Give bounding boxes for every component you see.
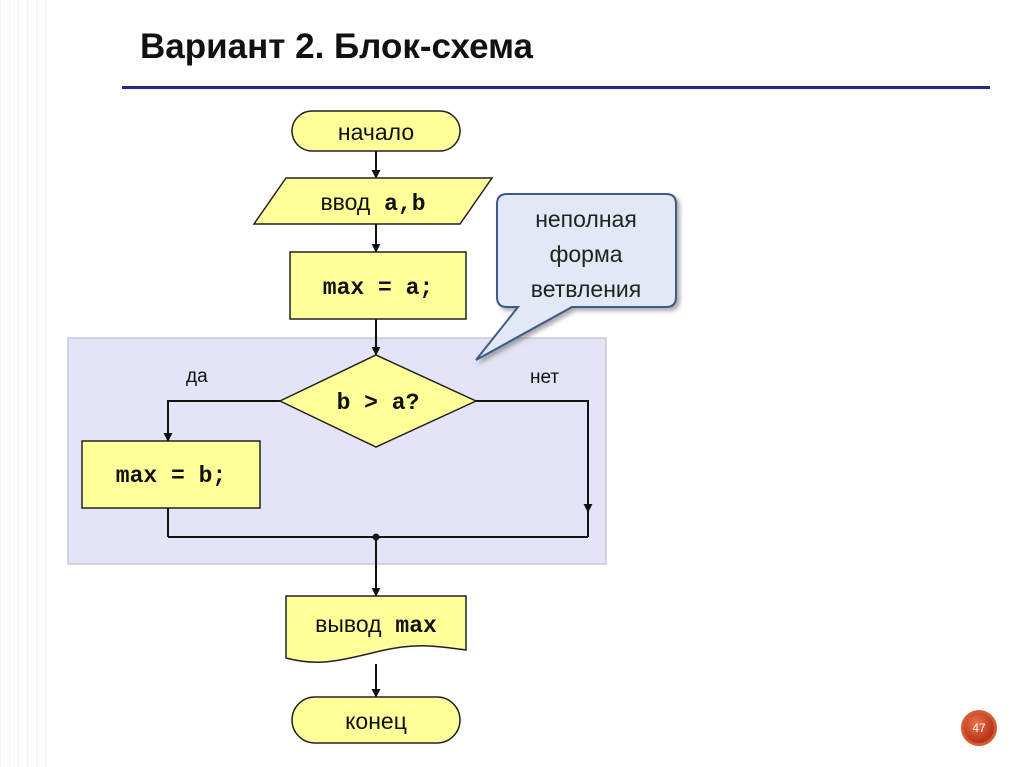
input-label: ввод a,b: [320, 189, 425, 217]
page-number-badge: 47: [961, 710, 997, 746]
input-spacer: [370, 191, 384, 217]
end-label: конец: [345, 708, 407, 734]
output-var: max: [395, 613, 437, 639]
input-word: ввод: [320, 189, 370, 215]
output-block: [285, 595, 467, 663]
output-spacer: [382, 613, 396, 639]
yes-label: да: [186, 366, 208, 387]
callout-line-1: неполная: [535, 206, 637, 232]
decision-block: [278, 354, 478, 448]
assign-max-b-block: [81, 440, 261, 509]
end-block: [291, 696, 461, 744]
no-branch-line: [472, 400, 593, 513]
input-block: [252, 177, 494, 225]
yes-branch-line: [163, 400, 281, 442]
input-vars: a,b: [384, 191, 425, 217]
slide-title: Вариант 2. Блок-схема: [140, 27, 533, 66]
callout-line-3: ветвления: [531, 276, 641, 302]
output-word: вывод: [315, 611, 382, 637]
merge-point: [372, 533, 380, 541]
assign-max-b-label: max = b;: [116, 463, 226, 489]
callout-line-2: форма: [549, 241, 622, 267]
start-label: начало: [338, 119, 414, 145]
start-block: [291, 110, 461, 152]
assign-max-a-label: max = a;: [323, 275, 433, 301]
callout-bubble: [475, 193, 677, 361]
output-label: вывод max: [315, 611, 437, 639]
assign-max-a-block: [289, 251, 467, 320]
title-underline: [122, 86, 990, 89]
no-label: нет: [530, 367, 559, 388]
decision-label: b > a?: [337, 390, 420, 416]
